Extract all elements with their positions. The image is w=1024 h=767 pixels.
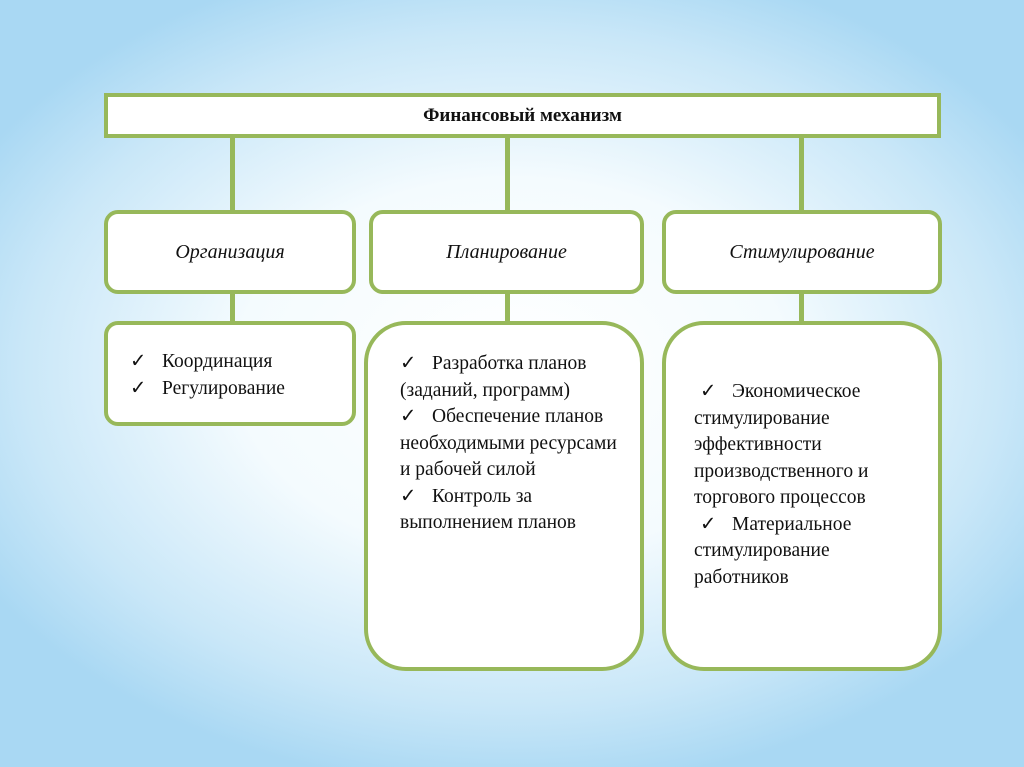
check-icon: ✓ — [400, 406, 417, 427]
check-icon: ✓ — [130, 351, 147, 372]
check-icon: ✓ — [700, 381, 717, 402]
category-label: Организация — [175, 240, 285, 263]
list-item: ✓Материальное стимулирование работников — [694, 512, 914, 592]
item-text: Регулирование — [162, 377, 285, 399]
connector — [230, 292, 235, 323]
details-stimulation: ✓Экономическое стимулирование эффективно… — [662, 321, 942, 671]
check-icon: ✓ — [400, 485, 417, 507]
list-item: ✓ Регулирование — [130, 376, 352, 403]
item-text: Координация — [162, 351, 273, 372]
connector — [505, 137, 510, 212]
category-planning: Планирование — [369, 210, 644, 294]
details-planning: ✓Разработка планов (заданий, программ) ✓… — [364, 321, 644, 671]
list-item: ✓Экономическое стимулирование эффективно… — [694, 379, 914, 512]
list-item: ✓ Координация — [130, 349, 352, 376]
list-item: ✓Обеспечение планов необходимыми ресурса… — [400, 404, 618, 484]
category-stimulation: Стимулирование — [662, 210, 942, 294]
item-text: Контроль за выполнением планов — [400, 485, 577, 534]
item-text: Материальное стимулирование работников — [694, 513, 852, 588]
root-title: Финансовый механизм — [423, 104, 622, 126]
connector — [505, 292, 510, 323]
connector — [799, 137, 804, 212]
category-organization: Организация — [104, 210, 356, 294]
connector — [230, 137, 235, 212]
category-label: Стимулирование — [729, 240, 875, 263]
root-node: Финансовый механизм — [104, 93, 941, 138]
details-organization: ✓ Координация ✓ Регулирование — [104, 321, 356, 426]
item-text: Разработка планов (заданий, программ) — [400, 353, 587, 401]
list-item: ✓Контроль за выполнением планов — [400, 484, 618, 537]
list-item: ✓Разработка планов (заданий, программ) — [400, 351, 618, 404]
item-text: Экономическое стимулирование эффективнос… — [694, 381, 869, 508]
item-text: Обеспечение планов необходимыми ресурсам… — [400, 406, 617, 480]
category-label: Планирование — [446, 240, 567, 263]
check-icon: ✓ — [700, 513, 717, 535]
check-icon: ✓ — [400, 353, 417, 374]
check-icon: ✓ — [130, 377, 147, 399]
connector — [799, 292, 804, 323]
